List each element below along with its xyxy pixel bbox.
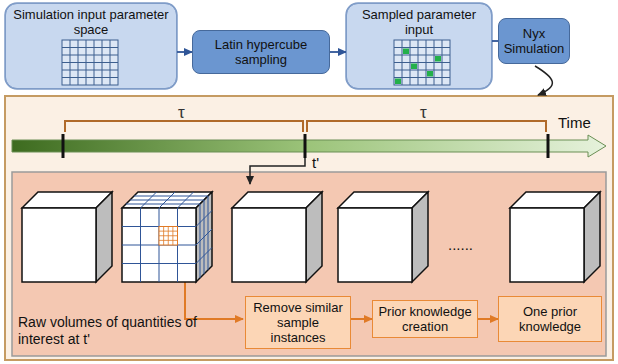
- volume-cube: [338, 192, 428, 282]
- sampled-cell: [427, 71, 433, 77]
- sampled-cell: [411, 64, 417, 70]
- sampled-cell: [403, 49, 409, 55]
- box-label: Remove similar sample instances: [251, 300, 345, 345]
- timeline-ticks: [63, 134, 548, 158]
- sampled-cell: [435, 56, 441, 62]
- simulation-box: Nyx Simulation: [498, 18, 570, 64]
- process-box: Prior knowledge creation: [372, 300, 478, 338]
- interval-bracket: [65, 121, 546, 132]
- ellipsis: ......: [448, 236, 473, 253]
- box-fill: [5, 3, 177, 89]
- parameter-grid: [62, 40, 118, 85]
- outer-panel: [5, 96, 613, 360]
- box-label: Simulation input parameter space: [12, 7, 170, 37]
- sub-volume: [159, 227, 178, 246]
- time-label: t': [312, 154, 319, 171]
- box-label: Latin hypercube sampling: [198, 37, 324, 67]
- parameter-space-box: Simulation input parameter space: [5, 3, 177, 89]
- box-label: Prior knowledge creation: [378, 304, 472, 334]
- parameter-grid: [394, 40, 450, 85]
- sampled-cell: [395, 79, 401, 85]
- connector: [177, 51, 192, 53]
- panel-caption: Raw volumes of quantities of interest at…: [18, 314, 238, 348]
- volume-cube: [232, 192, 322, 282]
- timeline-arrow: [12, 135, 606, 157]
- volume-cube: [122, 192, 212, 282]
- connector: [351, 318, 372, 320]
- volume-cube: [22, 192, 112, 282]
- axis-label: Time: [558, 114, 591, 131]
- process-box: Remove similar sample instances: [245, 296, 351, 349]
- sampled-input-box: Sampled parameter input: [346, 3, 492, 89]
- volume-cube: [510, 192, 600, 282]
- simulation-output-arrow: [535, 66, 552, 95]
- box-fill: [346, 3, 492, 89]
- box-label: Sampled parameter input: [353, 7, 485, 37]
- connector: [330, 51, 346, 53]
- inner-panel: [12, 172, 606, 356]
- time-pointer: [250, 158, 305, 184]
- interval-label: τ: [178, 103, 185, 123]
- box-label: One prior knowledge: [504, 304, 596, 334]
- box-label: Nyx Simulation: [504, 26, 565, 56]
- sampling-box: Latin hypercube sampling: [192, 30, 330, 74]
- connector: [478, 318, 498, 320]
- output-box: One prior knowledge: [498, 296, 602, 342]
- interval-label: τ: [420, 103, 427, 123]
